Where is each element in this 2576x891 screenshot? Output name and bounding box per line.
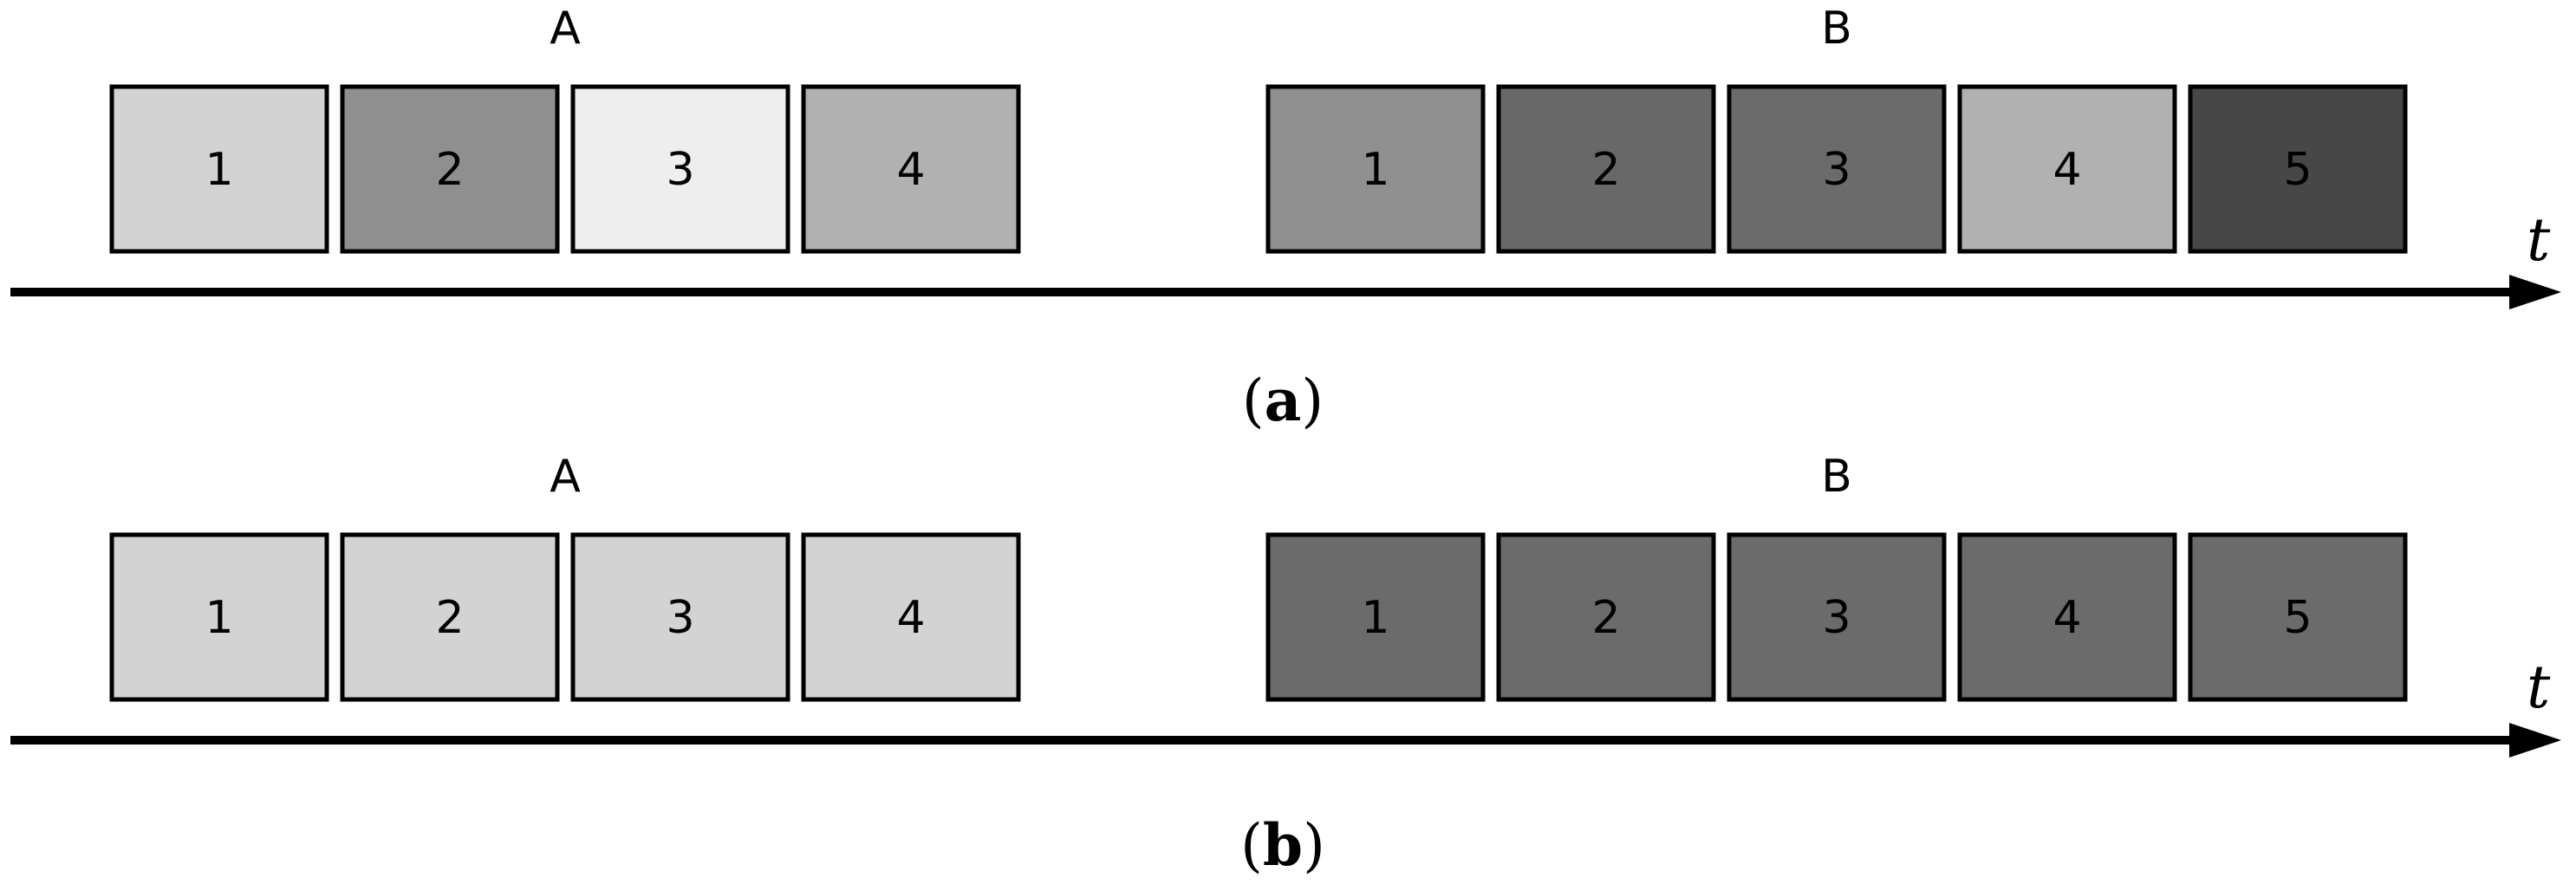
frame-label: 2: [1591, 144, 1620, 196]
frame-box-a-2: [340, 532, 560, 702]
frame-box-a-1: [109, 84, 329, 254]
frame-label: 4: [896, 592, 925, 644]
frame-label: 5: [2283, 144, 2312, 196]
frame-box-b-4: [1957, 532, 2177, 702]
panel-caption: (b): [1240, 811, 1325, 879]
axis-label-t: t: [2527, 654, 2551, 722]
group-label-a: A: [550, 451, 581, 503]
group-label-b: B: [1821, 451, 1852, 503]
frame-label: 2: [1591, 592, 1620, 644]
frame-box-b-4: [1957, 84, 2177, 254]
frame-label: 1: [1361, 144, 1389, 196]
caption-close: ): [1301, 367, 1324, 434]
frame-box-b-2: [1496, 84, 1716, 254]
caption-open: (: [1242, 367, 1265, 434]
frame-label: 3: [1822, 144, 1851, 196]
frame-label: 1: [1361, 592, 1389, 644]
frame-label: 2: [435, 592, 464, 644]
caption-letter: b: [1263, 811, 1303, 879]
panel-b: A 1 2 3 4 B 1 2 3 4 5 t (b): [10, 451, 2561, 879]
frame-box-b-5: [2188, 84, 2408, 254]
frame-label: 2: [435, 144, 464, 196]
frame-box-b-2: [1496, 532, 1716, 702]
axis-arrowhead-icon: [2509, 275, 2561, 309]
frame-box-a-3: [570, 532, 790, 702]
frame-label: 4: [896, 144, 925, 196]
frame-label: 4: [2052, 144, 2081, 196]
caption-letter: a: [1265, 367, 1302, 434]
frame-label: 5: [2283, 592, 2312, 644]
frame-label: 1: [205, 592, 233, 644]
caption-close: ): [1303, 812, 1325, 879]
frame-label: 4: [2052, 592, 2081, 644]
frame-box-a-1: [109, 532, 329, 702]
frame-box-a-4: [801, 84, 1021, 254]
frame-box-b-3: [1727, 84, 1947, 254]
group-label-a: A: [550, 3, 581, 55]
frame-label: 3: [1822, 592, 1851, 644]
frame-label: 3: [666, 592, 694, 644]
group-label-b: B: [1821, 3, 1852, 55]
frame-box-a-3: [570, 84, 790, 254]
frame-box-b-1: [1265, 84, 1486, 254]
axis-label-t: t: [2527, 206, 2551, 275]
frame-box-a-4: [801, 532, 1021, 702]
caption-open: (: [1240, 812, 1263, 879]
frame-box-b-5: [2188, 532, 2408, 702]
frame-box-b-3: [1727, 532, 1947, 702]
panel-caption: (a): [1242, 367, 1324, 434]
frame-box-a-2: [340, 84, 560, 254]
frame-label: 1: [205, 144, 233, 196]
frame-label: 3: [666, 144, 694, 196]
frame-box-b-1: [1265, 532, 1486, 702]
panel-a: A 1 2 3 4 B 1 2 3 4 5 t (a): [10, 3, 2561, 434]
axis-arrowhead-icon: [2509, 723, 2561, 758]
